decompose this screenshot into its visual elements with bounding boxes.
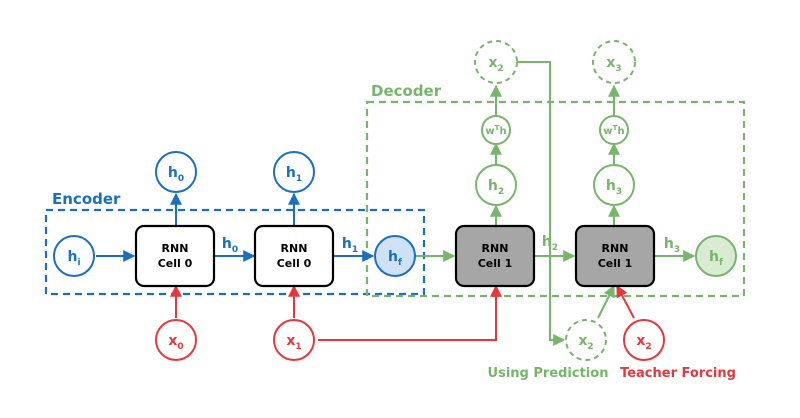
x2-pred-label: x2 [488, 55, 503, 74]
h-final-decoder-node [695, 235, 737, 277]
h3-hidden-label: h3 [606, 178, 622, 197]
dec-arrow-label-h2: h2 [542, 234, 558, 253]
dec-arrow-label-h3: h3 [664, 236, 680, 255]
arrow-teacher-to-dec-cell2 [616, 284, 635, 319]
dec-cell-1-line1: RNN [602, 242, 629, 255]
dec-cell-0 [454, 224, 536, 288]
enc-cell-1-line2: Cell 0 [277, 257, 312, 270]
x0-input-label: x0 [168, 333, 183, 352]
x1-input-label: x1 [286, 333, 301, 352]
h0-output-node [155, 151, 197, 193]
h-final-encoder-node [374, 235, 416, 277]
enc-cell-1 [253, 224, 335, 288]
caption-teacher-forcing: Teacher Forcing [620, 366, 736, 381]
enc-arrow-label-h1: h1 [342, 236, 358, 255]
arrow-prediction-feedback [517, 61, 566, 346]
h-init-label: hi [67, 249, 80, 268]
x3-pred-node [592, 40, 636, 84]
encoder-title: Encoder [52, 190, 121, 208]
h0-output-label: h0 [168, 165, 184, 184]
h-init-node [53, 235, 95, 277]
proj-label-2: wTh [603, 124, 624, 137]
x3-pred-label: x3 [606, 55, 621, 74]
enc-cell-0-line2: Cell 0 [158, 257, 193, 270]
x2-prediction-feed-label: x2 [578, 333, 593, 352]
arrow-pred-to-dec-cell2 [597, 284, 615, 319]
enc-cell-0 [134, 224, 216, 288]
enc-cell-0-line1: RNN [162, 242, 189, 255]
decoder-title: Decoder [371, 82, 442, 100]
h3-hidden-node [593, 164, 635, 206]
encoder-region [44, 208, 426, 296]
x2-teacher-feed-node [623, 319, 665, 361]
h1-output-label: h1 [286, 165, 302, 184]
dec-cell-0-line2: Cell 1 [478, 257, 513, 270]
x0-input-node [155, 319, 197, 361]
caption-using-prediction: Using Prediction [488, 366, 609, 381]
dec-cell-1 [574, 224, 656, 288]
h1-output-node [273, 151, 315, 193]
enc-arrow-label-h0: h0 [222, 236, 238, 255]
proj-label-1: wTh [485, 124, 506, 137]
dec-cell-0-line1: RNN [482, 242, 509, 255]
proj-node-2 [599, 115, 629, 145]
decoder-region [365, 100, 746, 298]
h-final-encoder-label: hf [388, 249, 402, 268]
x2-prediction-feed-node [565, 319, 607, 361]
proj-node-1 [481, 115, 511, 145]
h2-hidden-label: h2 [488, 178, 504, 197]
h2-hidden-node [475, 164, 517, 206]
dec-cell-1-line2: Cell 1 [598, 257, 633, 270]
x2-teacher-feed-label: x2 [636, 333, 651, 352]
x1-input-node [273, 319, 315, 361]
x2-pred-node [474, 40, 518, 84]
enc-cell-1-line1: RNN [281, 242, 308, 255]
arrow-x1-to-dec-cell1 [318, 284, 502, 341]
h-final-decoder-label: hf [709, 249, 723, 268]
